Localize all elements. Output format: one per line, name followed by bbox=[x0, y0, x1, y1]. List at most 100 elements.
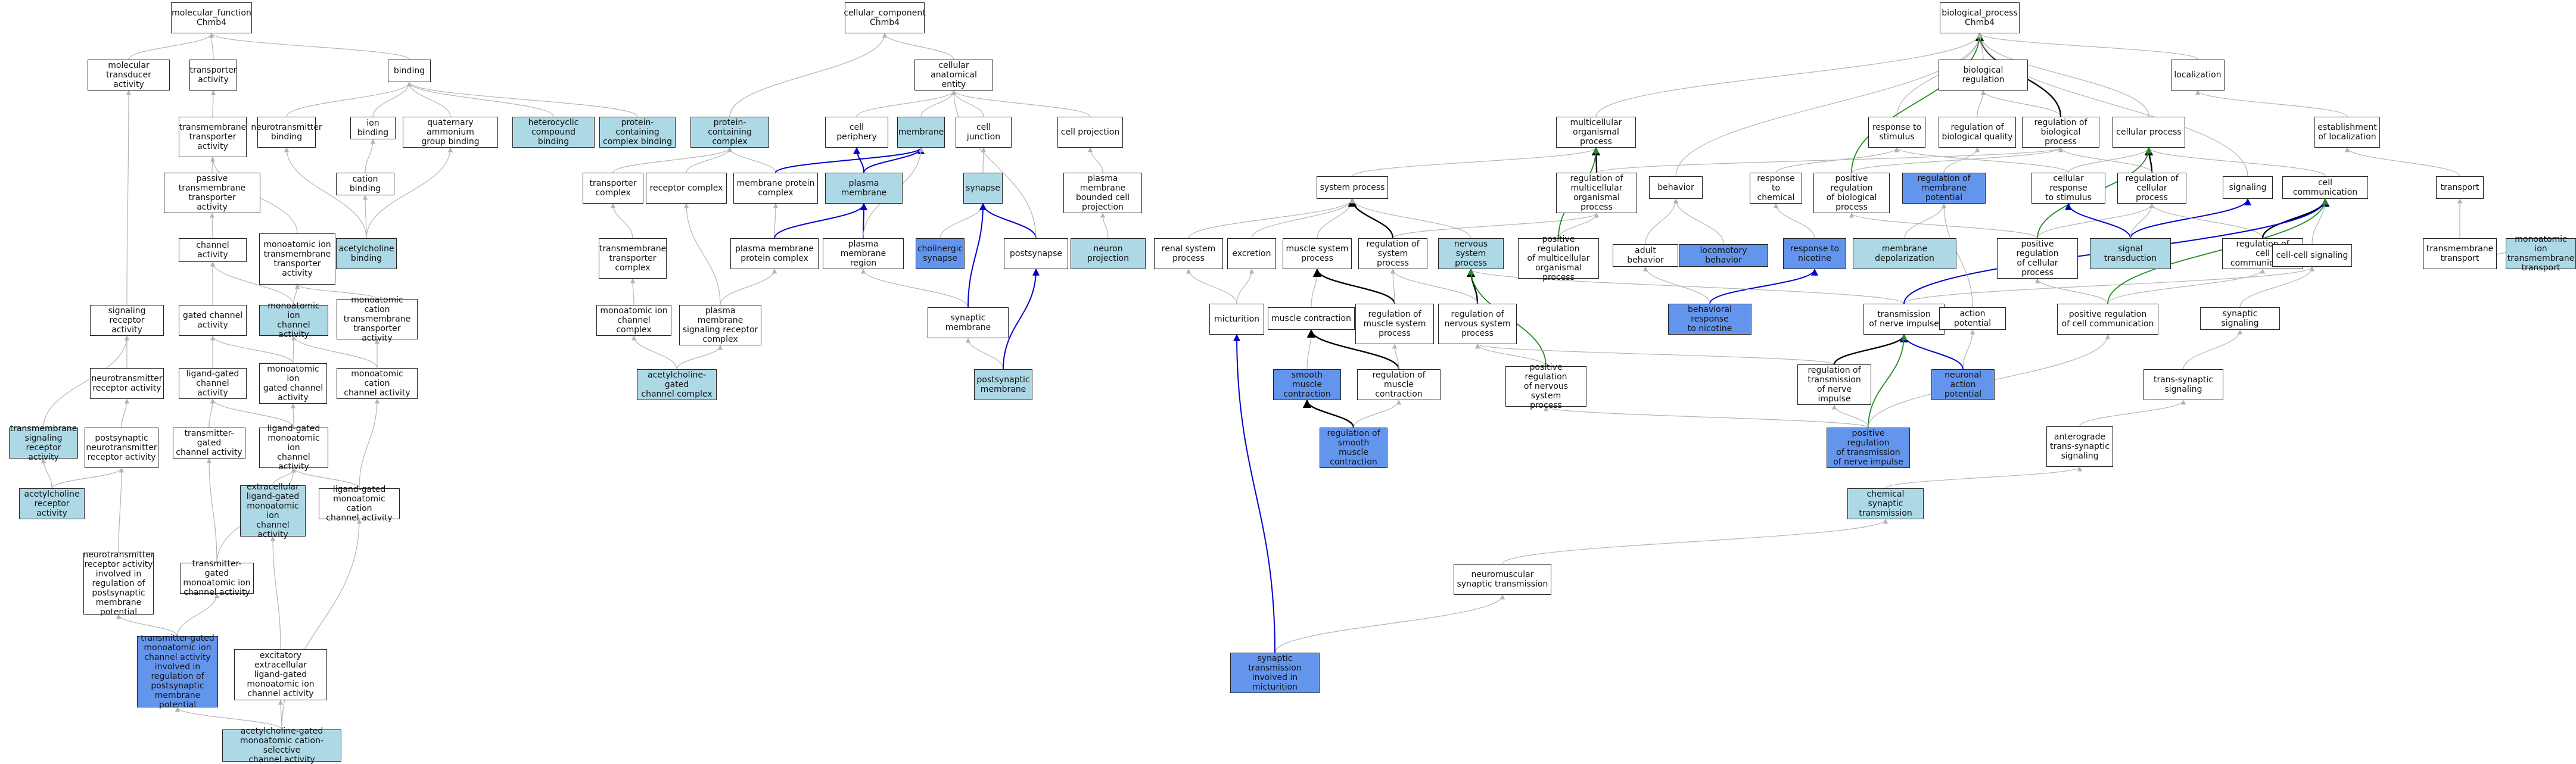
node-mtransd[interactable]: molecular transducer activity bbox=[88, 60, 170, 91]
node-synmem[interactable]: synaptic membrane bbox=[928, 307, 1009, 338]
node-chanact[interactable]: channel activity bbox=[179, 238, 247, 262]
node-achgccomp[interactable]: acetylcholine-gated channel complex bbox=[637, 369, 717, 400]
node-rcomplex[interactable]: receptor complex bbox=[646, 173, 727, 204]
node-postnt[interactable]: postsynaptic neurotransmitter receptor a… bbox=[85, 428, 158, 468]
node-mf[interactable]: molecular_function Chmb4 bbox=[171, 2, 252, 33]
node-nmsyn[interactable]: neuromuscular synaptic transmission bbox=[1454, 564, 1551, 595]
node-adultbeh[interactable]: adult behavior bbox=[1613, 244, 1678, 267]
node-monocatchan[interactable]: monoatomic cation channel activity bbox=[337, 368, 418, 399]
node-anterograde[interactable]: anterograde trans-synaptic signaling bbox=[2046, 426, 2113, 467]
node-bioreg[interactable]: biological regulation bbox=[1939, 60, 2028, 91]
node-posregcc[interactable]: positive regulation of cell communicatio… bbox=[2057, 304, 2158, 335]
node-pcc[interactable]: protein-containing complex bbox=[690, 117, 769, 148]
node-excext[interactable]: excitatory extracellular ligand-gated mo… bbox=[234, 649, 327, 700]
node-posregtrans[interactable]: positive regulation of transmission of n… bbox=[1827, 428, 1910, 468]
node-respstim[interactable]: response to stimulus bbox=[1868, 117, 1925, 148]
node-tmsigrec[interactable]: transmembrane signaling receptor activit… bbox=[9, 424, 78, 462]
node-memdepol[interactable]: membrane depolarization bbox=[1853, 238, 1956, 269]
node-mpcomplex[interactable]: membrane protein complex bbox=[733, 173, 818, 204]
node-musclesys[interactable]: muscle system process bbox=[1283, 238, 1352, 269]
node-localiz[interactable]: localization bbox=[2171, 60, 2225, 91]
node-pcbind[interactable]: protein-containing complex binding bbox=[599, 117, 676, 148]
node-smoothcon[interactable]: smooth muscle contraction bbox=[1273, 369, 1341, 400]
node-extlig[interactable]: extracellular ligand-gated monoatomic io… bbox=[240, 482, 306, 540]
node-monochcomp[interactable]: monoatomic ion channel complex bbox=[596, 305, 671, 336]
node-postsynmem[interactable]: postsynaptic membrane bbox=[974, 369, 1032, 400]
node-monotm[interactable]: monoatomic ion transmembrane transporter… bbox=[259, 233, 335, 285]
node-celljunc[interactable]: cell junction bbox=[956, 117, 1012, 148]
node-regmcon[interactable]: regulation of muscle contraction bbox=[1357, 369, 1441, 400]
node-multiorg[interactable]: multicellular organismal process bbox=[1556, 117, 1636, 148]
node-cellcellsig[interactable]: cell-cell signaling bbox=[2272, 244, 2352, 267]
node-posregbp[interactable]: positive regulation of biological proces… bbox=[1813, 173, 1890, 213]
node-pmbcp[interactable]: plasma membrane bounded cell projection bbox=[1063, 173, 1142, 213]
node-chemsyn[interactable]: chemical synaptic transmission bbox=[1847, 488, 1924, 519]
node-ligchan[interactable]: ligand-gated channel activity bbox=[179, 368, 247, 399]
node-tgmonoinv[interactable]: transmitter-gated monoatomic ion channel… bbox=[137, 634, 218, 710]
node-signaling[interactable]: signaling bbox=[2223, 176, 2273, 199]
node-sigrec[interactable]: signaling receptor activity bbox=[90, 305, 164, 336]
node-regbp[interactable]: regulation of biological process bbox=[2022, 117, 2099, 148]
node-excretion[interactable]: excretion bbox=[1227, 238, 1276, 269]
node-binding[interactable]: binding bbox=[388, 60, 431, 82]
node-pmsrc[interactable]: plasma membrane signaling receptor compl… bbox=[679, 305, 761, 345]
node-cae[interactable]: cellular anatomical entity bbox=[914, 60, 993, 91]
node-tmtransport[interactable]: transmembrane transport bbox=[2423, 238, 2497, 269]
node-plasmam[interactable]: plasma membrane bbox=[825, 173, 903, 204]
node-regsmc[interactable]: regulation of smooth muscle contraction bbox=[1320, 428, 1387, 468]
node-monochan[interactable]: monoatomic ion channel activity bbox=[259, 301, 328, 339]
node-ntbind[interactable]: neurotransmitter binding bbox=[251, 117, 322, 148]
node-regmsp[interactable]: regulation of muscle system process bbox=[1355, 304, 1434, 344]
node-monogated[interactable]: monoatomic ion gated channel activity bbox=[259, 363, 327, 404]
node-cationbind[interactable]: cation binding bbox=[336, 173, 394, 195]
node-renal[interactable]: renal system process bbox=[1154, 238, 1223, 269]
node-cperiph[interactable]: cell periphery bbox=[825, 117, 888, 148]
node-posregcp[interactable]: positive regulation of cellular process bbox=[1997, 238, 2078, 279]
node-regmp[interactable]: regulation of membrane potential bbox=[1902, 173, 1986, 204]
node-achgcat[interactable]: acetylcholine-gated monoatomic cation-se… bbox=[222, 726, 341, 764]
node-liggcat[interactable]: ligand-gated monoatomic cation channel a… bbox=[319, 485, 400, 523]
node-regbq[interactable]: regulation of biological quality bbox=[1939, 117, 2016, 148]
node-regnsp[interactable]: regulation of nervous system process bbox=[1438, 304, 1517, 344]
node-cellproj[interactable]: cell projection bbox=[1057, 117, 1123, 148]
node-monocattm[interactable]: monoatomic cation transmembrane transpor… bbox=[337, 295, 418, 343]
node-pmpc[interactable]: plasma membrane protein complex bbox=[730, 238, 819, 269]
node-actionpot[interactable]: action potential bbox=[1939, 307, 2006, 330]
node-regcp[interactable]: regulation of cellular process bbox=[2117, 173, 2186, 204]
node-tcomplex[interactable]: transporter complex bbox=[583, 173, 643, 204]
node-achrec[interactable]: acetylcholine receptor activity bbox=[19, 488, 85, 519]
node-cholsyn[interactable]: cholinergic synapse bbox=[916, 238, 965, 269]
node-synsig[interactable]: synaptic signaling bbox=[2200, 307, 2280, 330]
node-transnerve[interactable]: transmission of nerve impulse bbox=[1863, 304, 1945, 335]
node-liggmono[interactable]: ligand-gated monoatomic ion channel acti… bbox=[259, 424, 328, 472]
node-ntrec[interactable]: neurotransmitter receptor activity bbox=[90, 368, 164, 399]
node-nsp[interactable]: nervous system process bbox=[1438, 238, 1504, 269]
node-cc[interactable]: cellular_component Chmb4 bbox=[844, 2, 926, 33]
node-sysproc[interactable]: system process bbox=[1317, 176, 1388, 199]
node-ionbind[interactable]: ion binding bbox=[350, 117, 396, 139]
node-synapse[interactable]: synapse bbox=[963, 173, 1003, 204]
node-regsys[interactable]: regulation of system process bbox=[1358, 238, 1427, 269]
node-bp[interactable]: biological_process Chmb4 bbox=[1940, 2, 2020, 33]
node-hetero[interactable]: heterocyclic compound binding bbox=[512, 117, 595, 148]
node-regmop[interactable]: regulation of multicellular organismal p… bbox=[1556, 173, 1637, 213]
node-respchem[interactable]: response to chemical bbox=[1750, 173, 1802, 204]
node-transp[interactable]: transporter activity bbox=[189, 60, 237, 91]
node-regtransnerve[interactable]: regulation of transmission of nerve impu… bbox=[1797, 364, 1871, 405]
node-membrane[interactable]: membrane bbox=[897, 117, 945, 148]
node-monotmtransport[interactable]: monoatomic ion transmembrane transport bbox=[2506, 235, 2576, 273]
node-qamm[interactable]: quaternary ammonium group binding bbox=[403, 117, 498, 148]
node-transsyn[interactable]: trans-synaptic signaling bbox=[2143, 369, 2223, 400]
node-pmregion[interactable]: plasma membrane region bbox=[823, 238, 904, 269]
node-tgated[interactable]: transmitter-gated channel activity bbox=[173, 428, 245, 459]
node-gated[interactable]: gated channel activity bbox=[179, 305, 247, 336]
node-postsyn[interactable]: postsynapse bbox=[1004, 238, 1068, 269]
node-sigtrans[interactable]: signal transduction bbox=[2090, 238, 2171, 269]
node-micturition[interactable]: micturition bbox=[1209, 304, 1264, 335]
node-cellresp[interactable]: cellular response to stimulus bbox=[2031, 173, 2105, 204]
node-passive[interactable]: passive transmembrane transporter activi… bbox=[164, 173, 260, 213]
node-posregmop[interactable]: positive regulation of multicellular org… bbox=[1518, 235, 1599, 282]
node-tmtcomplex[interactable]: transmembrane transporter complex bbox=[599, 238, 667, 279]
node-syntransmic[interactable]: synaptic transmission involved in mictur… bbox=[1230, 653, 1320, 693]
node-posregnsp[interactable]: positive regulation of nervous system pr… bbox=[1505, 363, 1586, 410]
